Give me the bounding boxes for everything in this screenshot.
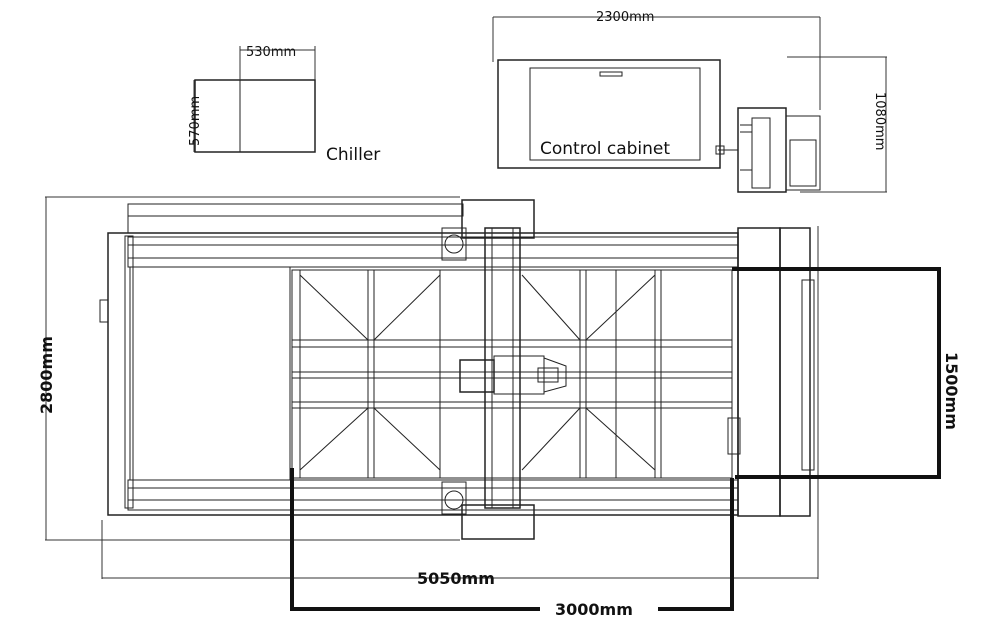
work-length-bracket-right xyxy=(658,478,734,611)
gantry-bottom xyxy=(461,504,535,540)
servo-top xyxy=(441,227,467,261)
work-width-bracket xyxy=(732,267,941,479)
cabinet-door xyxy=(529,67,701,161)
chiller-width-label: 530mm xyxy=(246,45,296,60)
machine-frame xyxy=(107,232,739,516)
machine-depth-label: 2800mm xyxy=(37,336,56,414)
work-length-bracket-left xyxy=(290,468,540,611)
operator-console xyxy=(715,107,821,193)
cabinet-depth-label: 1080mm xyxy=(872,92,887,150)
work-length-label: 3000mm xyxy=(555,600,633,619)
control-cabinet-group: 2300mm Control cabinet 1080mm xyxy=(492,10,887,193)
loading-plate xyxy=(129,266,291,481)
cabinet-outer xyxy=(497,59,721,169)
work-width-label: 1500mm xyxy=(942,352,961,430)
cabinet-width-label: 2300mm xyxy=(596,10,654,25)
chiller-depth-label: 570mm xyxy=(188,96,203,146)
chiller-label: Chiller xyxy=(326,145,380,165)
laser-head xyxy=(459,359,495,393)
upper-rail xyxy=(127,236,739,268)
gantry-top xyxy=(461,199,535,239)
control-cabinet-label: Control cabinet xyxy=(540,139,670,159)
machine-length-label: 5050mm xyxy=(417,569,495,588)
gantry-beam xyxy=(484,227,521,509)
cabinet-handle xyxy=(599,71,623,77)
exchange-end xyxy=(737,227,781,517)
machine-group: 2800mm xyxy=(37,196,961,619)
chiller-body xyxy=(194,79,316,153)
lower-rail xyxy=(127,479,739,511)
chiller-group: 530mm 570mm Chiller xyxy=(188,45,380,165)
servo-bottom xyxy=(441,481,467,515)
cutting-bed xyxy=(291,269,733,479)
